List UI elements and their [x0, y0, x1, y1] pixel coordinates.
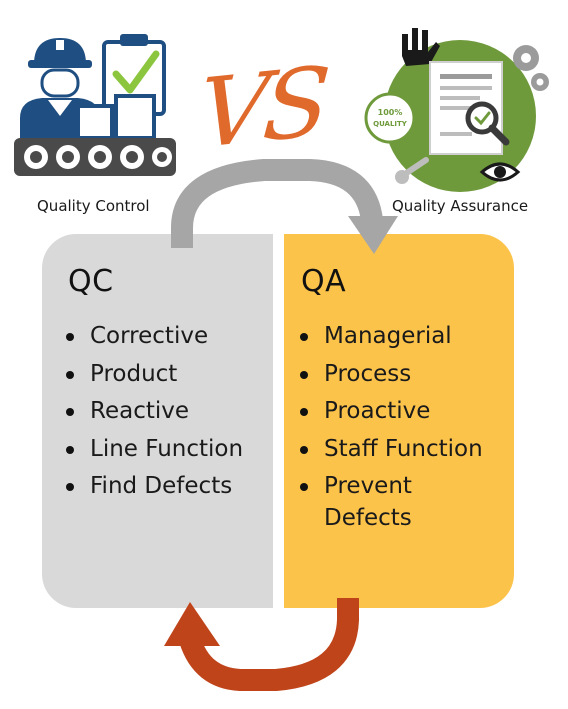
- list-item: Line Function: [64, 433, 243, 465]
- qc-panel: QC Corrective Product Reactive Line Func…: [42, 234, 273, 608]
- vs-label: VS: [195, 45, 328, 171]
- list-item: Product: [64, 358, 243, 390]
- qc-caption: Quality Control: [37, 197, 150, 215]
- glove-icon: [402, 28, 440, 66]
- qa-title: QA: [301, 264, 347, 299]
- conveyor-belt-icon: [14, 138, 176, 176]
- quality-badge-icon: 100% QUALITY: [364, 92, 416, 144]
- wrench-icon: [395, 157, 429, 184]
- list-item: Staff Function: [298, 433, 508, 465]
- quality-assurance-illustration: 100% QUALITY: [364, 28, 549, 192]
- list-item: Reactive: [64, 395, 243, 427]
- list-item: Find Defects: [64, 470, 243, 502]
- quality-control-illustration: [14, 34, 176, 176]
- list-item: Prevent Defects: [298, 470, 508, 534]
- badge-line2: QUALITY: [373, 120, 408, 128]
- magnifier-icon: [465, 101, 510, 146]
- qc-title: QC: [68, 264, 114, 299]
- qc-point-list: Corrective Product Reactive Line Functio…: [64, 320, 243, 508]
- qa-caption: Quality Assurance: [392, 197, 529, 215]
- gears-icon: [513, 45, 549, 91]
- list-item: Corrective: [64, 320, 243, 352]
- qa-point-list: Managerial Process Proactive Staff Funct…: [298, 320, 508, 540]
- boxes-icon: [76, 94, 156, 140]
- list-item: Process: [298, 358, 508, 390]
- list-item: Managerial: [298, 320, 508, 352]
- eye-icon: [479, 162, 521, 182]
- bottom-cycle-arrow: [164, 598, 359, 691]
- qa-panel: QA Managerial Process Proactive Staff Fu…: [284, 234, 514, 608]
- top-cycle-arrow: [171, 159, 398, 254]
- badge-line1: 100%: [378, 108, 403, 117]
- list-item: Proactive: [298, 395, 508, 427]
